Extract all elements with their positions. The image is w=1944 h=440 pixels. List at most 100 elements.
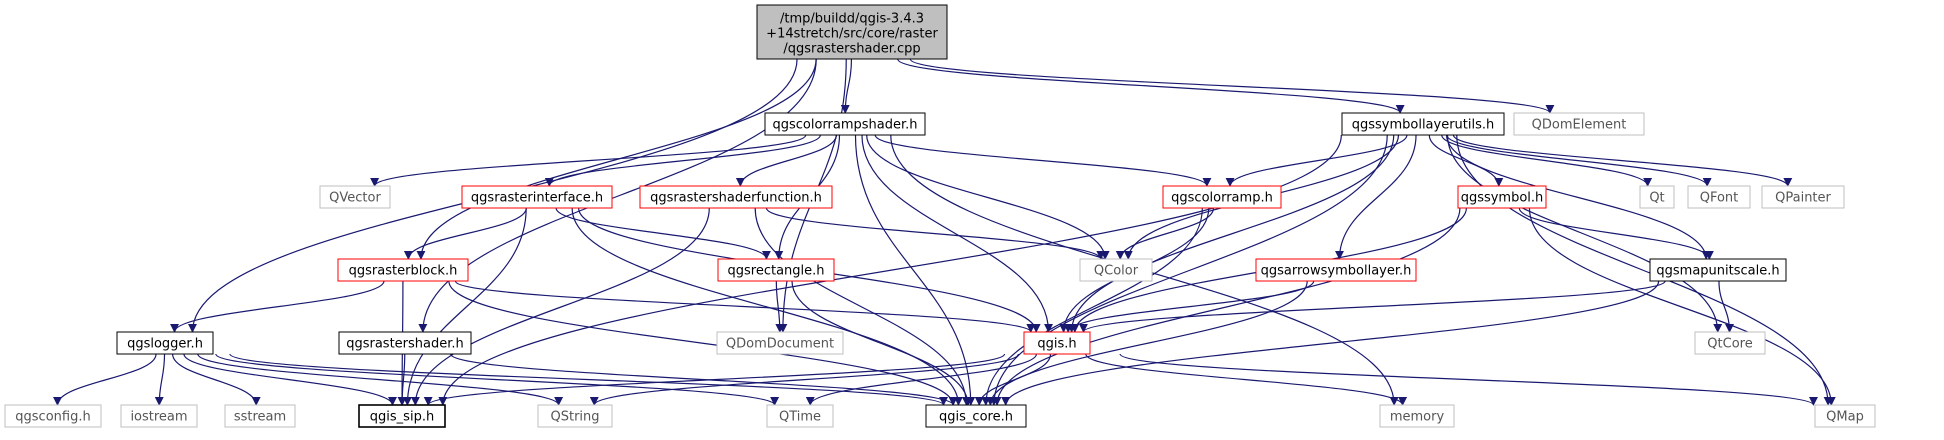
node-qcolor[interactable]: QColor	[1079, 258, 1153, 282]
node-box-memory	[1379, 404, 1455, 428]
node-qgsrastershader[interactable]: qgsrastershader.h	[338, 331, 472, 355]
node-label-qt: Qt	[1649, 191, 1664, 206]
node-qgsmapunitscale[interactable]: qgsmapunitscale.h	[1649, 258, 1787, 282]
node-qgsrastershaderfunction[interactable]: qgsrastershaderfunction.h	[639, 185, 833, 209]
root-label-line-3: /qgsrastershader.cpp	[783, 42, 920, 57]
node-box-iostream	[120, 404, 198, 428]
node-label-qgis: qgis.h	[1037, 337, 1076, 352]
edge-qgsrastershader-to-qgis_sip	[397, 353, 407, 406]
node-qgsrectangle[interactable]: qgsrectangle.h	[717, 258, 835, 282]
node-label-qtcore: QtCore	[1707, 337, 1752, 352]
node-qgsrasterinterface[interactable]: qgsrasterinterface.h	[461, 185, 613, 209]
node-qtcore[interactable]: QtCore	[1694, 331, 1766, 355]
node-box-qgis	[1023, 331, 1091, 355]
edge-qgssymbollayerutils-to-qtcore	[1446, 134, 1723, 333]
edge-qgsrastershader-to-qgis_core	[450, 353, 958, 406]
node-sstream[interactable]: sstream	[224, 404, 296, 428]
node-box-qcolor	[1079, 258, 1153, 282]
node-box-qgis_sip	[358, 404, 446, 428]
edge-qgsrasterinterface-to-qgsrasterblock	[403, 207, 527, 260]
node-label-qstring: QString	[550, 410, 599, 425]
node-box-qgslogger	[116, 331, 214, 355]
edge-qgis-to-memory	[1085, 353, 1407, 406]
root-label-line-2: +14stretch/src/core/raster	[766, 27, 938, 42]
edge-qgsrastershaderfunction-to-qcolor	[765, 207, 1106, 260]
node-label-qgis_sip: qgis_sip.h	[370, 410, 434, 425]
node-iostream[interactable]: iostream	[120, 404, 198, 428]
node-box-qgscolorrampshader	[764, 112, 926, 136]
node-label-qgsrectangle: qgsrectangle.h	[727, 264, 824, 279]
node-box-qdomdocument	[716, 331, 844, 355]
node-box-qtime	[766, 404, 834, 428]
node-qstring[interactable]: QString	[537, 404, 613, 428]
edge-qgssymbollayerutils-to-qfont	[1446, 134, 1712, 187]
node-box-qgsarrowsymbollayer	[1255, 258, 1417, 282]
edge-qgsrectangle-to-qgis_core	[791, 280, 973, 406]
node-label-qgis_core: qgis_core.h	[939, 410, 1013, 425]
edge-qgslogger-to-qtime	[215, 353, 779, 406]
edge-qgscolorrampshader-to-qgis_core	[854, 134, 976, 406]
edge-qgssymbollayerutils-to-qt	[1441, 134, 1653, 187]
node-qdomelement[interactable]: QDomElement	[1513, 112, 1645, 136]
node-label-qgsrasterinterface: qgsrasterinterface.h	[471, 191, 603, 206]
edge-qgssymbollayerutils-to-qgis_sip	[438, 134, 1342, 406]
node-box-qgsrastershaderfunction	[639, 185, 833, 209]
nodes-layer: /tmp/buildd/qgis-3.4.3 +14stretch/src/co…	[4, 4, 1876, 428]
node-qtime[interactable]: QTime	[766, 404, 834, 428]
node-qgssymbol[interactable]: qgssymbol.h	[1457, 185, 1547, 209]
node-box-qvector	[319, 185, 391, 209]
node-qgsconfig[interactable]: qgsconfig.h	[4, 404, 102, 428]
node-label-qgsrasterblock: qgsrasterblock.h	[349, 264, 458, 279]
node-qgis_core[interactable]: qgis_core.h	[925, 404, 1027, 428]
edge-qgslogger-to-qgis_sip	[183, 353, 397, 406]
edge-qgsrectangle-to-qdomdocument	[775, 280, 785, 333]
edge-qgssymbol-to-qgis_core	[992, 207, 1461, 406]
node-label-qgsrastershader: qgsrastershader.h	[346, 337, 464, 352]
edge-qgscolorramp-to-qgis_core	[981, 207, 1203, 406]
edge-qgsrasterblock-to-qgis_core	[448, 280, 958, 406]
node-box-qgssymbol	[1457, 185, 1547, 209]
node-qdomdocument[interactable]: QDomDocument	[716, 331, 844, 355]
root-node[interactable]: /tmp/buildd/qgis-3.4.3 +14stretch/src/co…	[756, 4, 948, 60]
node-qpainter[interactable]: QPainter	[1761, 185, 1845, 209]
node-label-qdomelement: QDomElement	[1532, 118, 1627, 133]
edge-qgsrasterinterface-to-qgsrectangle	[555, 207, 771, 260]
edge-qgssymbollayerutils-to-qpainter	[1452, 134, 1793, 187]
node-qgslogger[interactable]: qgslogger.h	[116, 331, 214, 355]
node-qvector[interactable]: QVector	[319, 185, 391, 209]
node-qgscolorramp[interactable]: qgscolorramp.h	[1162, 185, 1282, 209]
node-box-qgsrasterblock	[337, 258, 469, 282]
node-qgssymbollayerutils[interactable]: qgssymbollayerutils.h	[1341, 112, 1505, 136]
node-label-sstream: sstream	[234, 410, 286, 425]
node-memory[interactable]: memory	[1379, 404, 1455, 428]
node-label-qgsrastershaderfunction: qgsrastershaderfunction.h	[650, 191, 822, 206]
node-label-qgsarrowsymbollayer: qgsarrowsymbollayer.h	[1261, 264, 1412, 279]
edge-qgis-to-qstring	[589, 353, 1020, 406]
node-box-qmap	[1814, 404, 1876, 428]
node-qgsrasterblock[interactable]: qgsrasterblock.h	[337, 258, 469, 282]
node-label-qvector: QVector	[329, 191, 381, 206]
edge-qgsrasterinterface-to-qgis_sip	[402, 207, 527, 406]
edge-root-to-qdomelement	[909, 58, 1555, 114]
node-qgscolorrampshader[interactable]: qgscolorrampshader.h	[764, 112, 926, 136]
edge-qgsarrowsymbollayer-to-qgis_core	[985, 280, 1308, 406]
edge-qgssymbol-to-qmap	[1528, 207, 1836, 406]
node-box-qgsrasterinterface	[461, 185, 613, 209]
edge-qgsrasterinterface-to-qgis_core	[571, 207, 963, 406]
node-qmap[interactable]: QMap	[1814, 404, 1876, 428]
node-box-qdomelement	[1513, 112, 1645, 136]
node-label-qgscolorrampshader: qgscolorrampshader.h	[772, 118, 917, 133]
node-qt[interactable]: Qt	[1639, 185, 1675, 209]
edge-qgslogger-to-qstring	[197, 353, 563, 406]
edge-qgscolorrampshader-to-qgsrastershaderfunction	[735, 134, 837, 187]
node-qgsarrowsymbollayer[interactable]: qgsarrowsymbollayer.h	[1255, 258, 1417, 282]
node-qgis[interactable]: qgis.h	[1023, 331, 1091, 355]
node-qfont[interactable]: QFont	[1687, 185, 1751, 209]
node-label-qgsconfig: qgsconfig.h	[15, 410, 90, 425]
node-qgis_sip[interactable]: qgis_sip.h	[358, 404, 446, 428]
edge-qgscolorrampshader-to-qgsrasterinterface	[544, 134, 821, 187]
edge-qgssymbollayerutils-to-qgsmapunitscale	[1446, 134, 1711, 260]
node-label-qgssymbol: qgssymbol.h	[1461, 191, 1544, 206]
edge-qgssymbollayerutils-to-qgscolorramp	[1225, 134, 1408, 187]
